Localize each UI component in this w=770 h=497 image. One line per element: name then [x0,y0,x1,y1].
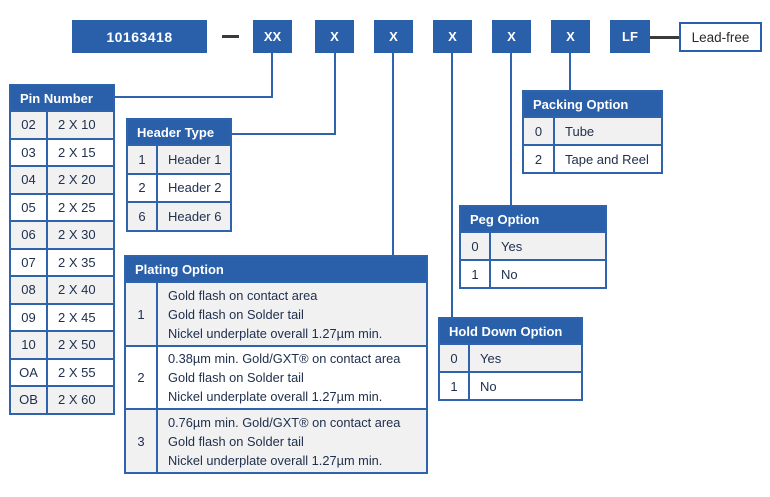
pin-number-table-title: Pin Number [9,84,115,112]
connector-packing-vertical [569,53,571,91]
field-box-plating: X [374,20,413,53]
connector-header-vertical [334,53,336,135]
lead-free-label-box: Lead-free [679,22,762,52]
connector-plating-vertical [392,53,394,256]
field-box-hold-down: X [433,20,472,53]
part-number-box: 10163418 [72,20,207,53]
field-box-packing: X [551,20,590,53]
leadfree-connector-line [650,36,679,39]
table-row: 1 Gold flash on contact area Gold flash … [124,283,428,347]
table-row: 3 0.76µm min. Gold/GXT® on contact area … [124,410,428,474]
connector-header-horizontal [232,133,336,135]
field-box-header-type: X [315,20,354,53]
header-type-table-title: Header Type [126,118,232,146]
suffix-box-lf: LF [610,20,650,53]
connector-pin-vertical [271,53,273,98]
peg-option-table-title: Peg Option [459,205,607,233]
dash-separator [222,35,239,38]
hold-down-option-table-title: Hold Down Option [438,317,583,345]
field-box-pin-number: XX [253,20,292,53]
plating-option-table: Plating Option 1 Gold flash on contact a… [124,255,428,474]
connector-peg-vertical [510,53,512,206]
connector-pin-horizontal [115,96,273,98]
table-row: 2 0.38µm min. Gold/GXT® on contact area … [124,347,428,410]
field-box-peg: X [492,20,531,53]
connector-holddown-vertical [451,53,453,318]
plating-option-table-title: Plating Option [124,255,428,283]
packing-option-table-title: Packing Option [522,90,663,118]
